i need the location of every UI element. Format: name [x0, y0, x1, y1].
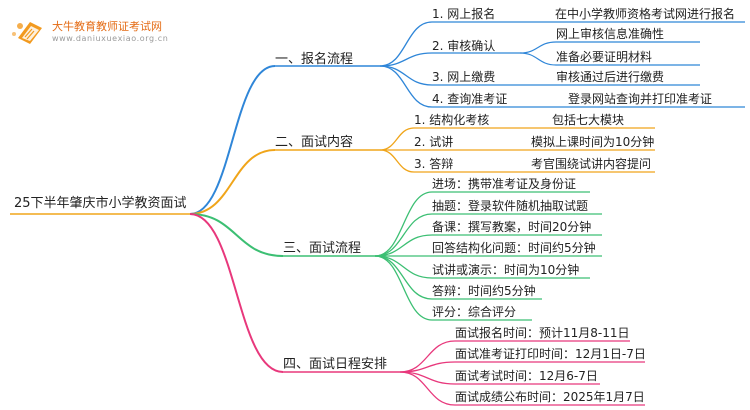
process-step: 进场：携带准考证及身份证: [432, 177, 577, 191]
process-step: 试讲或演示：时间为10分钟: [432, 263, 580, 277]
schedule-item: 面试考试时间：12月6-7日: [455, 369, 598, 383]
content-item-2-detail: 模拟上课时间为10分钟: [531, 135, 655, 149]
schedule-item: 面试准考证打印时间：12月1日-7日: [455, 347, 646, 361]
registration-step-1: 1. 网上报名: [432, 7, 496, 21]
registration-step-2-detail-a: 网上审核信息准确性: [556, 27, 665, 41]
branch-3-child-connector: [374, 213, 433, 257]
branch-4-child-connector: [399, 371, 456, 406]
root-to-branch-3: [189, 213, 284, 257]
branch-3-child-connector: [374, 255, 433, 321]
process-step: 抽题：登录软件随机抽取试题: [432, 199, 589, 213]
registration-step-3-detail: 审核通过后进行缴费: [556, 70, 665, 84]
branch-1-child-connector: [379, 65, 433, 86]
content-item-1: 1. 结构化考核: [414, 113, 490, 127]
branch-1-child-connector: [379, 65, 433, 108]
root-to-branch-4: [189, 213, 284, 373]
logo: 大牛教育教师证考试网 www.daniuxuexiao.org.cn: [8, 12, 198, 52]
root-to-branch-2: [189, 149, 276, 215]
schedule-item: 面试报名时间：预计11月8-11日: [455, 326, 630, 340]
branch-3-child-connector: [374, 255, 433, 279]
branch-2-child-connector: [379, 127, 415, 151]
process-step: 回答结构化问题：时间约5分钟: [432, 241, 596, 255]
process-step: 备课：撰写教案，时间20分钟: [432, 220, 592, 234]
connector-line: [519, 41, 557, 54]
logo-name: 大牛教育教师证考试网: [52, 20, 162, 33]
content-item-3-detail: 考官围绕试讲内容提问: [531, 157, 652, 171]
root-topic: 25下半年肇庆市小学教资面试: [14, 196, 187, 211]
root-to-branch-1: [189, 65, 276, 215]
registration-step-1-detail: 在中小学教师资格考试网进行报名: [555, 7, 736, 21]
connector-line: [519, 52, 557, 66]
registration-step-2-detail-b: 准备必要证明材料: [556, 50, 653, 64]
logo-url: www.daniuxuexiao.org.cn: [52, 34, 169, 43]
schedule-item: 面试成绩公布时间：2025年1月7日: [455, 390, 645, 404]
branch-interview-process: 三、面试流程: [283, 241, 362, 256]
branch-1-child-connector: [379, 52, 433, 67]
open-book-logo-icon: [12, 22, 42, 44]
branch-interview-content: 二、面试内容: [275, 135, 354, 150]
registration-step-2: 2. 审核确认: [432, 39, 496, 53]
branch-2-child-connector: [379, 149, 415, 173]
content-item-1-detail: 包括七大模块: [552, 113, 625, 127]
content-item-3: 3. 答辩: [414, 157, 454, 171]
branch-3-child-connector: [374, 191, 433, 257]
branch-registration-process: 一、报名流程: [275, 52, 354, 67]
content-item-2: 2. 试讲: [414, 135, 454, 149]
branch-interview-schedule: 四、面试日程安排: [283, 357, 388, 372]
registration-step-3: 3. 网上缴费: [432, 70, 496, 84]
branch-3-child-connector: [374, 234, 433, 257]
registration-step-4: 4. 查询准考证: [432, 92, 508, 106]
process-step: 评分：综合评分: [432, 305, 517, 319]
process-step: 答辩：时间约5分钟: [432, 284, 536, 298]
registration-step-4-detail: 登录网站查询并打印准考证: [568, 92, 713, 106]
branch-1-child-connector: [379, 21, 433, 67]
